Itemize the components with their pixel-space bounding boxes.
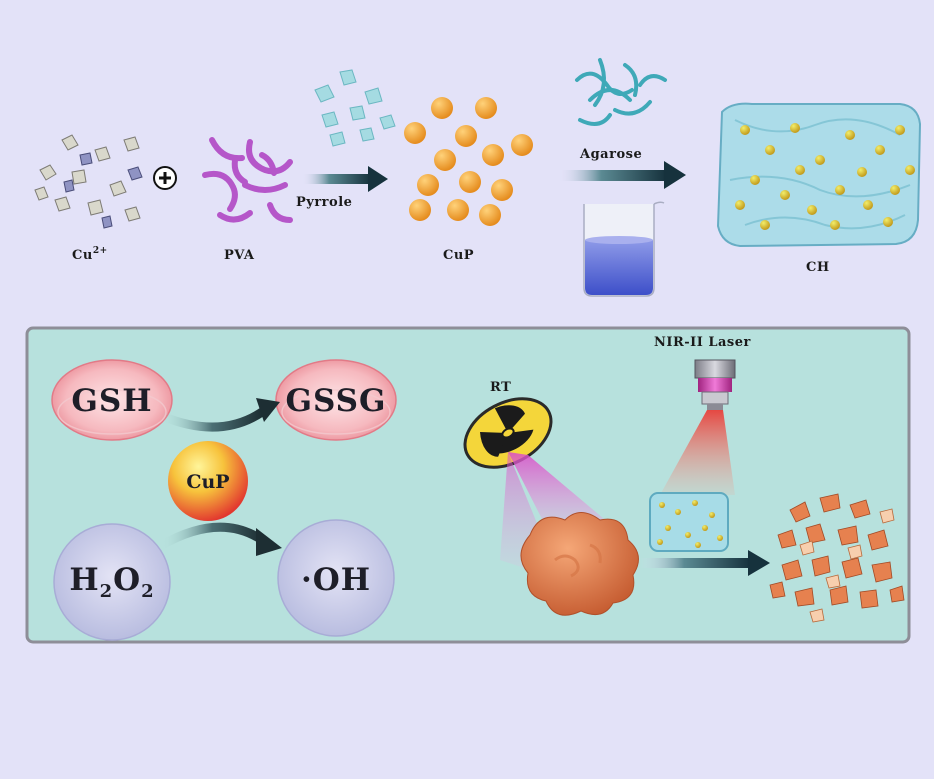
gsh-disc-icon xyxy=(51,359,173,441)
arrow-to-fragments xyxy=(640,550,770,576)
pva-strands-icon xyxy=(202,137,293,223)
pyrrole-label: Pyrrole xyxy=(296,195,352,210)
pva-label: PVA xyxy=(224,248,255,263)
hydrogel-block-icon xyxy=(716,102,922,248)
tumor-icon xyxy=(520,512,639,616)
oh-label: ·OH xyxy=(301,562,371,598)
ch-label: CH xyxy=(806,260,830,275)
cup-label-mid: CuP xyxy=(186,471,229,493)
tumor-fragments-icon xyxy=(769,493,905,623)
plus-icon xyxy=(153,166,177,190)
cup-sphere-icon xyxy=(168,441,248,521)
h2o2-label: H2O2 xyxy=(69,562,154,602)
agarose-strands-icon xyxy=(575,58,667,126)
laser-label: NIR-II Laser xyxy=(654,335,751,350)
cup-label-top: CuP xyxy=(443,248,474,263)
cup-nanoparticles-icon xyxy=(404,97,533,226)
beaker-icon xyxy=(583,201,665,297)
agarose-label: Agarose xyxy=(579,147,642,162)
pyrrole-cluster-icon xyxy=(314,69,396,147)
rt-label: RT xyxy=(490,380,511,395)
gsh-label: GSH xyxy=(71,383,152,419)
arrow-agarose xyxy=(558,161,686,189)
oh-disc-icon xyxy=(277,519,395,637)
cu2-cluster-icon xyxy=(34,134,143,229)
radiation-symbol-icon xyxy=(463,397,553,469)
arrow-h2o2-to-oh xyxy=(159,522,282,556)
laser-emitter-icon xyxy=(694,359,736,410)
hydrogel-implant-icon xyxy=(649,492,729,552)
arrow-gsh-to-gssg xyxy=(160,398,280,432)
h2o2-disc-icon xyxy=(53,523,171,641)
cu2-label: Cu2+ xyxy=(72,246,108,263)
gssg-disc-icon xyxy=(275,359,397,441)
gssg-label: GSSG xyxy=(285,383,386,419)
laser-beam xyxy=(660,410,735,495)
arrow-pyrrole xyxy=(302,166,388,192)
